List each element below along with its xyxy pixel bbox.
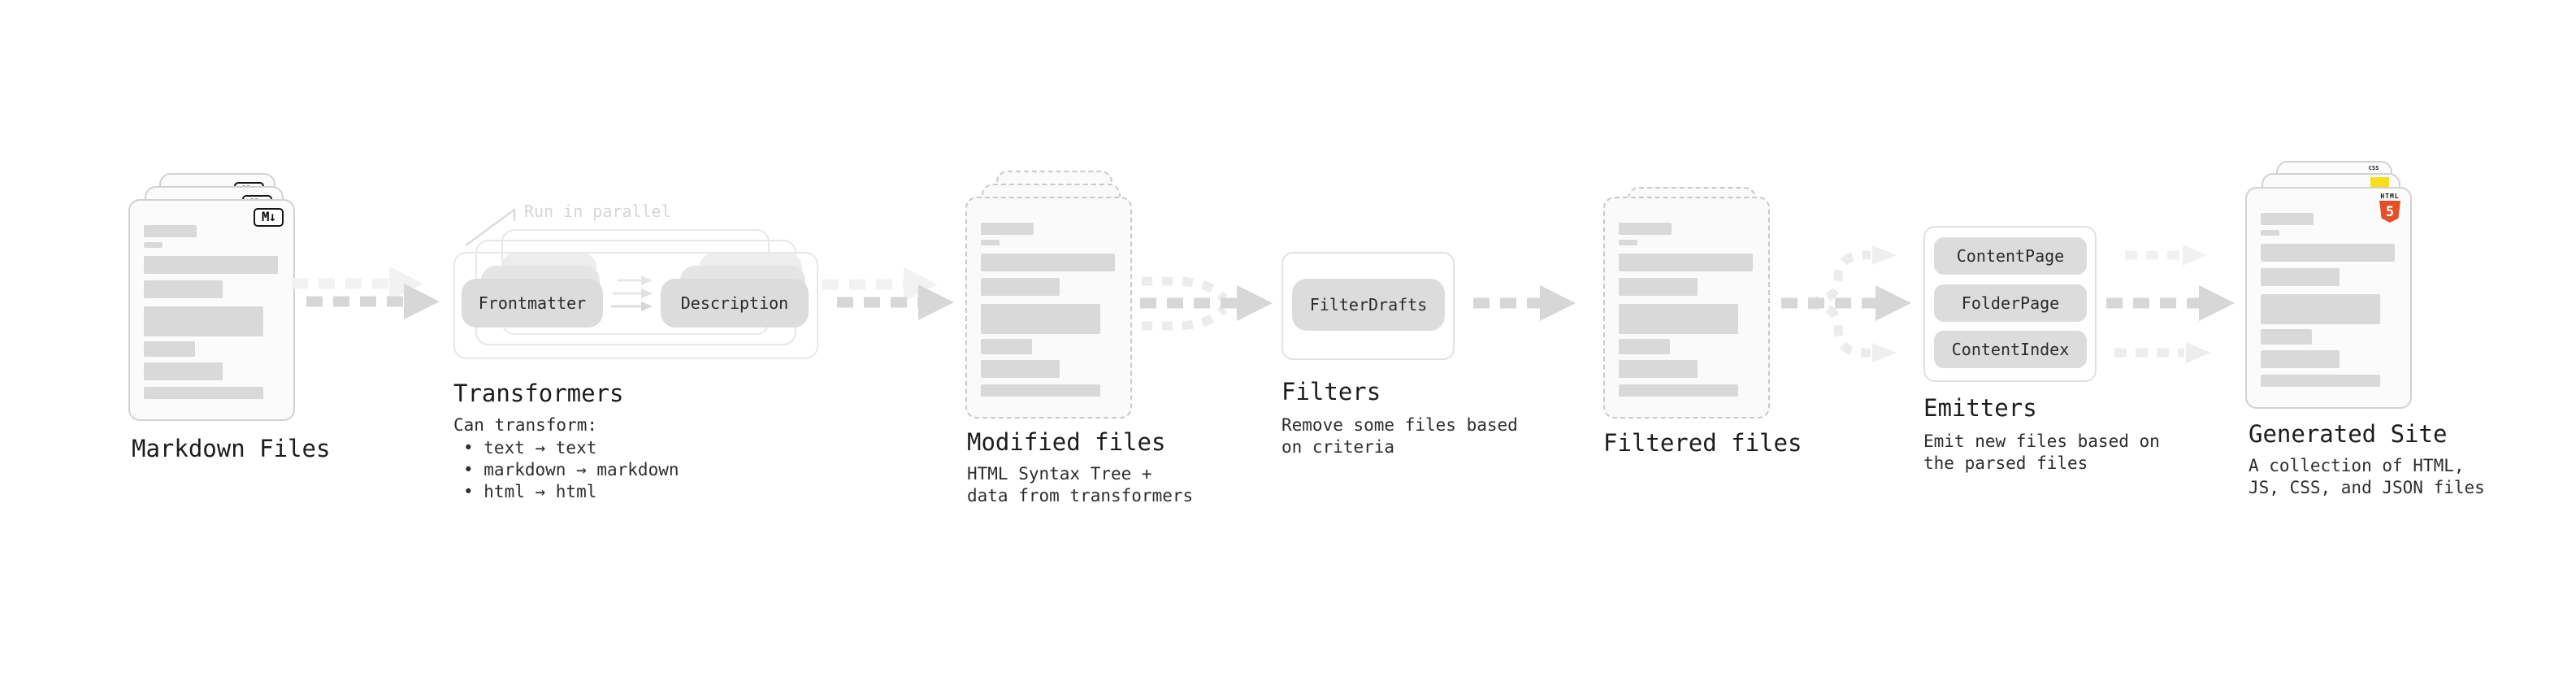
placeholder-bar — [144, 387, 263, 399]
html5-icon: HTML 5 — [2379, 193, 2401, 223]
placeholder-bar — [144, 362, 223, 380]
placeholder-bar — [981, 384, 1100, 397]
placeholder-bar — [2261, 230, 2279, 236]
html5-icon-shield: 5 — [2379, 201, 2400, 223]
placeholder-bar — [144, 306, 263, 336]
placeholder-bar — [2261, 213, 2314, 225]
arrow-transformers-to-modified — [822, 267, 954, 320]
markdown-icon: M↓ — [254, 208, 284, 227]
frontmatter-box: Frontmatter — [462, 279, 603, 327]
markdown-files-node: M↓ M↓ M↓ Markdown Files — [128, 173, 478, 498]
emitters-node: ContentPage FolderPage ContentIndex Emit… — [1923, 226, 2200, 494]
placeholder-bar — [2261, 268, 2340, 286]
css-icon-label: CSS — [2368, 165, 2379, 171]
placeholder-bar — [2261, 244, 2395, 262]
filters-subtitle: Remove some files based on criteria — [1281, 415, 1518, 457]
markdown-files-label: Markdown Files — [132, 435, 331, 462]
html-document: HTML 5 — [2245, 187, 2412, 409]
modified-files-subtitle: HTML Syntax Tree + data from transformer… — [967, 464, 1194, 505]
placeholder-bar — [1619, 304, 1738, 334]
placeholder-bar — [144, 225, 197, 237]
modified-document-front — [965, 197, 1132, 419]
placeholder-bar — [981, 240, 1000, 245]
filtered-files-label: Filtered files — [1603, 429, 1802, 457]
placeholder-bar — [144, 280, 223, 298]
run-in-parallel-label: Run in parallel — [524, 202, 671, 221]
filters-node: FilterDrafts Filters Remove some files b… — [1281, 252, 1558, 463]
placeholder-bar — [1619, 339, 1670, 354]
contentindex-box: ContentIndex — [1934, 331, 2087, 368]
placeholder-bar — [144, 256, 278, 274]
filters-title: Filters — [1281, 378, 1381, 406]
emitters-title: Emitters — [1923, 394, 2037, 422]
markdown-document-front: M↓ — [128, 199, 295, 421]
html5-icon-word: HTML — [2380, 193, 2400, 200]
placeholder-bar — [144, 242, 163, 248]
placeholder-bar — [981, 339, 1032, 354]
emitters-subtitle: Emit new files based on the parsed files — [1923, 432, 2160, 473]
placeholder-bar — [144, 341, 195, 357]
placeholder-bar — [1619, 223, 1672, 235]
transformers-bullet: • text → text — [463, 438, 597, 458]
placeholder-bar — [2261, 375, 2380, 387]
contentpage-box: ContentPage — [1934, 237, 2087, 275]
transformers-node: Run in parallel Frontmatter Description … — [453, 202, 835, 512]
transformers-bullet: • html → html — [463, 482, 597, 501]
placeholder-bar — [981, 360, 1060, 378]
placeholder-bar — [981, 304, 1100, 334]
description-box: Description — [661, 279, 809, 327]
placeholder-bar — [981, 223, 1034, 235]
modified-files-node: Modified files HTML Syntax Tree + data f… — [965, 171, 1315, 512]
placeholder-bar — [1619, 240, 1637, 245]
placeholder-bar — [1619, 360, 1698, 378]
filtered-files-node: Filtered files — [1603, 187, 1953, 479]
generated-site-node: CSS HTML 5 Generated Site A collection o… — [2245, 161, 2570, 502]
filterdrafts-box: FilterDrafts — [1292, 279, 1445, 331]
javascript-icon — [2370, 177, 2389, 188]
placeholder-bar — [1619, 254, 1753, 271]
placeholder-bar — [2261, 329, 2312, 345]
transformers-title: Transformers — [453, 380, 624, 407]
generated-site-subtitle: A collection of HTML, JS, CSS, and JSON … — [2249, 456, 2485, 497]
placeholder-bar — [1619, 384, 1738, 397]
placeholder-bar — [2261, 350, 2340, 368]
placeholder-bar — [981, 254, 1115, 271]
placeholder-bar — [2261, 294, 2380, 324]
filtered-document-front — [1603, 197, 1770, 419]
placeholder-bar — [981, 278, 1060, 296]
modified-files-title: Modified files — [967, 428, 1166, 456]
folderpage-box: FolderPage — [1934, 284, 2087, 322]
transformers-bullet: • markdown → markdown — [463, 460, 679, 479]
generated-site-title: Generated Site — [2249, 420, 2448, 448]
transformer-container-front — [453, 252, 818, 359]
placeholder-bar — [1619, 278, 1698, 296]
transformers-desc-heading: Can transform: — [453, 415, 598, 435]
